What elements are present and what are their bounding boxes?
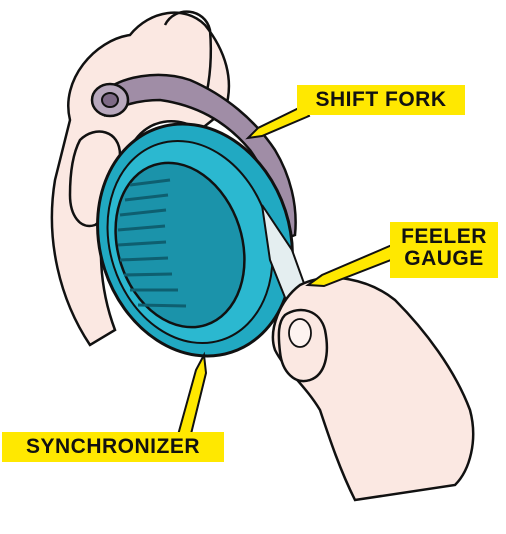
feeler-gauge-label-line1: FEELER: [401, 225, 487, 248]
shift-fork-label: SHIFT FORK: [297, 85, 465, 115]
shift-fork-bore: [102, 93, 118, 107]
feeler-gauge-label: FEELER GAUGE: [390, 222, 498, 278]
right-thumbnail: [289, 319, 311, 347]
synchronizer-label: SYNCHRONIZER: [2, 432, 224, 462]
synchronizer-label-text: SYNCHRONIZER: [26, 435, 200, 458]
shift-fork-label-text: SHIFT FORK: [316, 88, 447, 111]
feeler-gauge-label-line2: GAUGE: [404, 247, 484, 270]
synchronizer-arrow: [178, 355, 206, 438]
